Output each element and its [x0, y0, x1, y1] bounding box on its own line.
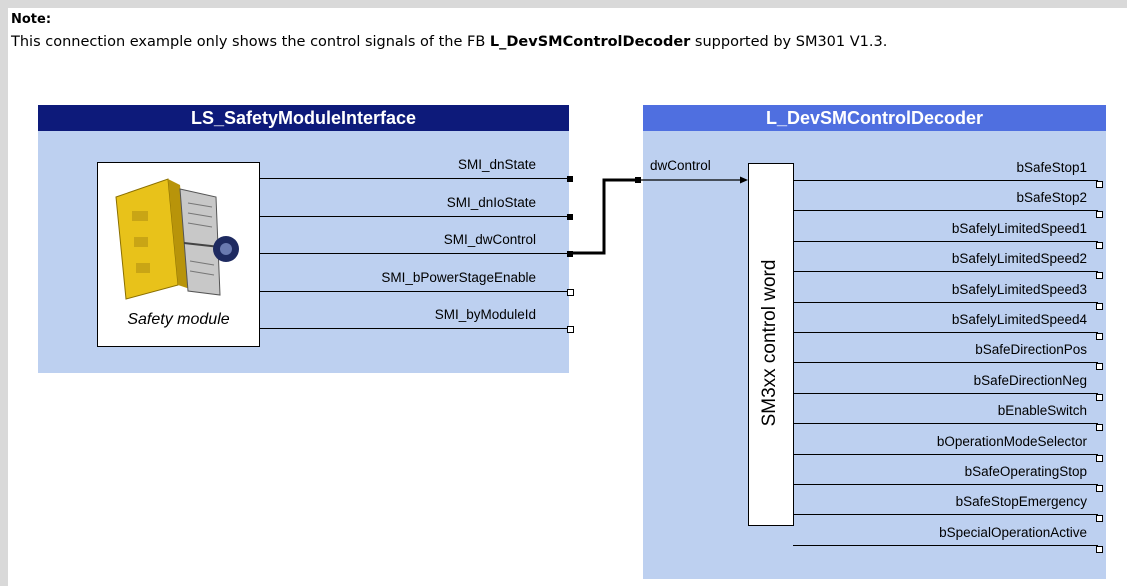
left-output-line — [260, 253, 570, 255]
right-output-label: bSafeStopEmergency — [955, 494, 1087, 509]
dwcontrol-input-arrow — [740, 176, 748, 184]
right-output-label: bSafeOperatingStop — [964, 464, 1087, 479]
output-pin-filled — [567, 176, 573, 182]
right-output-label: bSafelyLimitedSpeed1 — [951, 221, 1087, 236]
output-pin-open — [1096, 485, 1103, 492]
note-border-left — [0, 0, 8, 586]
right-fb-header: L_DevSMControlDecoder — [643, 105, 1106, 131]
right-output-line — [793, 545, 1098, 547]
left-output-line — [260, 216, 570, 218]
output-pin-filled — [567, 214, 573, 220]
note-text-before: This connection example only shows the c… — [11, 34, 490, 50]
output-pin-open — [1096, 515, 1103, 522]
left-output-label: SMI_bPowerStageEnable — [381, 270, 536, 285]
right-output-line — [793, 180, 1098, 182]
output-pin-filled — [567, 251, 573, 257]
output-pin-open — [1096, 242, 1103, 249]
right-output-line — [793, 454, 1098, 456]
right-fb-body — [643, 131, 1106, 579]
safety-module-caption: Safety module — [127, 311, 230, 328]
left-output-label: SMI_dnIoState — [446, 195, 536, 210]
safety-module-icon — [115, 178, 239, 300]
left-output-line — [260, 291, 570, 293]
right-output-line — [793, 484, 1098, 486]
output-pin-open — [567, 326, 574, 333]
left-output-label: SMI_dnState — [457, 157, 536, 172]
right-output-line — [793, 393, 1098, 395]
wire-end-pin — [635, 177, 641, 183]
left-output-label: SMI_dwControl — [443, 232, 536, 247]
right-output-label: bSafelyLimitedSpeed3 — [951, 282, 1087, 297]
right-output-label: bSafeStop2 — [1016, 190, 1087, 205]
right-output-label: bOperationModeSelector — [936, 434, 1087, 449]
right-output-line — [793, 362, 1098, 364]
output-pin-open — [1096, 303, 1103, 310]
left-output-line — [260, 178, 570, 180]
output-pin-open — [1096, 455, 1103, 462]
right-output-line — [793, 271, 1098, 273]
note-title: Note: — [11, 12, 52, 27]
output-pin-open — [1096, 363, 1103, 370]
right-output-label: bSpecialOperationActive — [939, 525, 1087, 540]
right-output-line — [793, 514, 1098, 516]
note-text: This connection example only shows the c… — [11, 32, 1111, 53]
right-output-label: bSafelyLimitedSpeed4 — [951, 312, 1087, 327]
right-output-line — [793, 332, 1098, 334]
safety-module-box: Safety module — [97, 162, 260, 347]
dwcontrol-connection-line — [572, 178, 637, 255]
right-output-label: bSafeDirectionPos — [975, 342, 1087, 357]
output-pin-open — [1096, 394, 1103, 401]
right-output-line — [793, 210, 1098, 212]
output-pin-open — [1096, 424, 1103, 431]
right-output-label: bSafeStop1 — [1016, 160, 1087, 175]
right-output-line — [793, 241, 1098, 243]
output-pin-open — [1096, 546, 1103, 553]
control-word-box — [748, 163, 794, 526]
left-output-label: SMI_byModuleId — [434, 307, 536, 322]
right-output-label: bEnableSwitch — [997, 403, 1087, 418]
right-output-label: bSafelyLimitedSpeed2 — [951, 251, 1087, 266]
input-label-dwcontrol: dwControl — [650, 158, 711, 173]
left-output-line — [260, 328, 570, 330]
right-output-line — [793, 302, 1098, 304]
right-output-line — [793, 423, 1098, 425]
note-text-after: supported by SM301 V1.3. — [690, 34, 888, 50]
output-pin-open — [1096, 333, 1103, 340]
output-pin-open — [1096, 272, 1103, 279]
output-pin-open — [1096, 181, 1103, 188]
output-pin-open — [1096, 211, 1103, 218]
output-pin-open — [567, 289, 574, 296]
note-fb-name: L_DevSMControlDecoder — [489, 34, 691, 50]
note-border-top — [0, 0, 1127, 8]
right-output-label: bSafeDirectionNeg — [973, 373, 1087, 388]
left-fb-header: LS_SafetyModuleInterface — [38, 105, 569, 131]
